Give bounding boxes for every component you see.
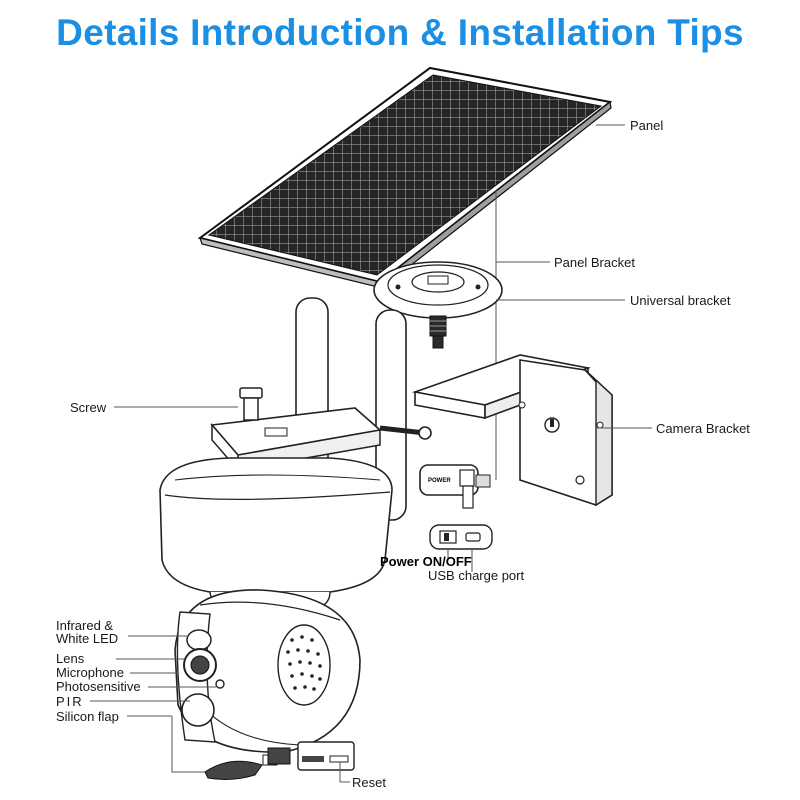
label-usb-port: USB charge port bbox=[428, 568, 524, 583]
label-infrared-line2: White LED bbox=[56, 631, 118, 646]
page-title: Details Introduction & Installation Tips bbox=[56, 12, 744, 53]
reset-module bbox=[204, 741, 355, 783]
label-screw: Screw bbox=[70, 400, 107, 415]
camera-head bbox=[174, 589, 361, 753]
label-reset: Reset bbox=[352, 775, 386, 790]
panel-bracket bbox=[373, 261, 503, 349]
solar-panel bbox=[197, 66, 613, 289]
label-universal-bracket: Universal bracket bbox=[630, 293, 731, 308]
label-panel: Panel bbox=[630, 118, 663, 133]
label-pir: PIR bbox=[56, 694, 84, 709]
power-module: POWER bbox=[419, 464, 493, 572]
camera-housing bbox=[159, 457, 393, 613]
camera-bracket bbox=[411, 354, 613, 507]
power-tag: POWER bbox=[428, 478, 451, 484]
label-camera-bracket: Camera Bracket bbox=[656, 421, 750, 436]
leader-lines bbox=[90, 124, 652, 773]
label-lens: Lens bbox=[56, 651, 85, 666]
label-power-switch: Power ON/OFF bbox=[380, 554, 472, 569]
label-silicon-flap: Silicon flap bbox=[56, 709, 119, 724]
label-infrared-line1: Infrared & bbox=[56, 618, 113, 633]
label-microphone: Microphone bbox=[56, 665, 124, 680]
label-photosensitive: Photosensitive bbox=[56, 679, 141, 694]
label-panel-bracket: Panel Bracket bbox=[554, 255, 635, 270]
